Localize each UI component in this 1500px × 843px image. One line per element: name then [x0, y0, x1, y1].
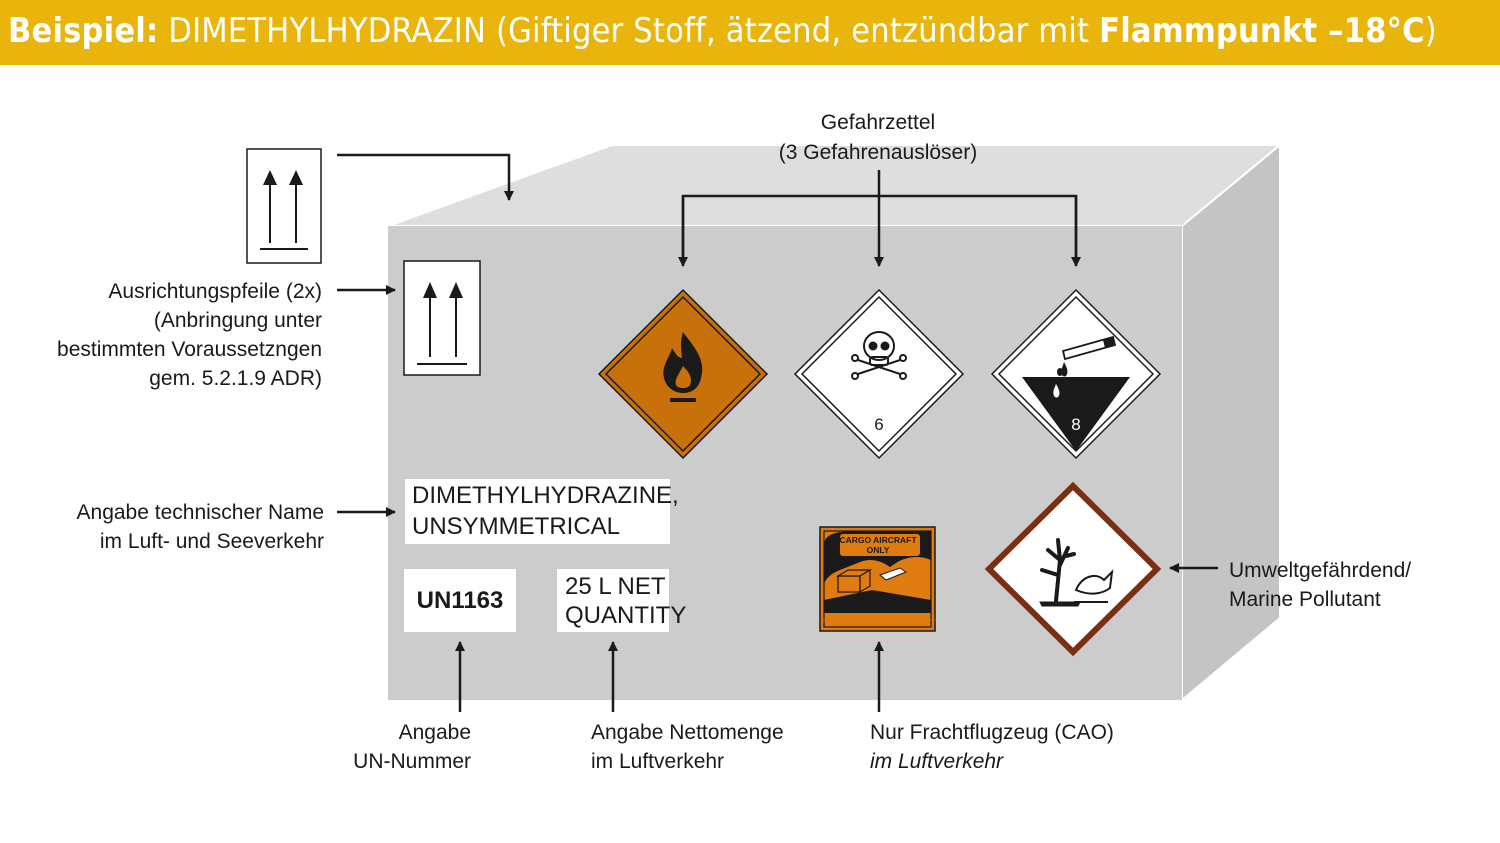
technical-name-line2: UNSYMMETRICAL	[412, 513, 620, 540]
hazard-label-arrows	[678, 170, 1081, 267]
hazard-labels-title: Gefahrzettel	[821, 111, 935, 134]
net-quantity-line1: 25 L NET	[565, 573, 666, 600]
title-middle: DIMETHYLHYDRAZIN (Giftiger Stoff, ätzend…	[168, 11, 1090, 51]
title-prefix: Beispiel:	[8, 11, 159, 51]
cargo-aircraft-icon	[824, 531, 931, 613]
net-quantity-label-line2: im Luftverkehr	[591, 750, 724, 773]
toxic-class-number: 6	[874, 415, 883, 434]
dead-tree-fish-icon	[1039, 538, 1114, 607]
technical-name-line1: DIMETHYLHYDRAZINE,	[412, 482, 679, 509]
un-number-label-line2: UN-Nummer	[353, 750, 471, 773]
cao-top-line2: ONLY	[867, 545, 890, 555]
toxic-hazard-label: 6	[793, 288, 965, 460]
technical-name-label-line1: Angabe technischer Name	[77, 501, 324, 524]
up-arrows-icon	[260, 170, 308, 250]
skull-crossbones-icon	[851, 331, 907, 380]
un-number-box	[404, 569, 516, 632]
un-number-label-line1: Angabe	[399, 721, 471, 744]
cao-label-line2: im Luftverkehr	[870, 750, 1004, 773]
cao-top-line1: CARGO AIRCRAFT	[839, 535, 917, 545]
orientation-label-line4: gem. 5.2.1.9 ADR)	[149, 367, 322, 390]
un-number: UN1163	[417, 587, 504, 614]
corrosive-class-number: 8	[1071, 415, 1080, 434]
hazard-labels-subtitle: (3 Gefahrenauslöser)	[779, 141, 977, 164]
cargo-aircraft-only-label: CARGO AIRCRAFT ONLY FORBIDDEN IN PASSENG…	[819, 526, 936, 632]
orientation-label-line2: (Anbringung unter	[154, 309, 322, 332]
title-flashpoint: Flammpunkt –18°C	[1099, 11, 1425, 51]
arrow-to-top-face	[337, 153, 514, 201]
orientation-label-line1: Ausrichtungspfeile (2x)	[108, 280, 322, 303]
environmental-hazard-label	[984, 481, 1162, 657]
box-side-face	[1181, 142, 1281, 703]
up-arrows-icon	[417, 282, 467, 365]
flammable-hazard-label	[597, 288, 769, 460]
cao-bottom-text: FORBIDDEN IN PASSENGER AIRCRAFT	[821, 620, 936, 626]
orientation-label-line3: bestimmten Voraussetzngen	[57, 338, 322, 361]
technical-name-label-line2: im Luft- und Seeverkehr	[100, 530, 324, 553]
net-quantity-box	[557, 569, 669, 632]
title-bar: Beispiel: DIMETHYLHYDRAZIN (Giftiger Sto…	[0, 0, 1500, 65]
corrosive-hazard-label: 8	[990, 288, 1162, 460]
title-close: )	[1424, 11, 1437, 51]
corrosive-icon	[1053, 335, 1117, 398]
environment-label-line2: Marine Pollutant	[1229, 588, 1381, 611]
flame-icon	[663, 332, 703, 402]
environment-label-line1: Umweltgefährdend/	[1229, 559, 1411, 582]
page-title: Beispiel: DIMETHYLHYDRAZIN (Giftiger Sto…	[8, 11, 1437, 51]
cao-label-line1: Nur Frachtflugzeug (CAO)	[870, 721, 1114, 744]
net-quantity-line2: QUANTITY	[565, 602, 686, 629]
net-quantity-label-line1: Angabe Nettomenge	[591, 721, 784, 744]
orientation-arrows-label-outside	[246, 148, 322, 264]
technical-name-box	[405, 479, 670, 544]
orientation-arrows-label-box	[403, 260, 481, 376]
